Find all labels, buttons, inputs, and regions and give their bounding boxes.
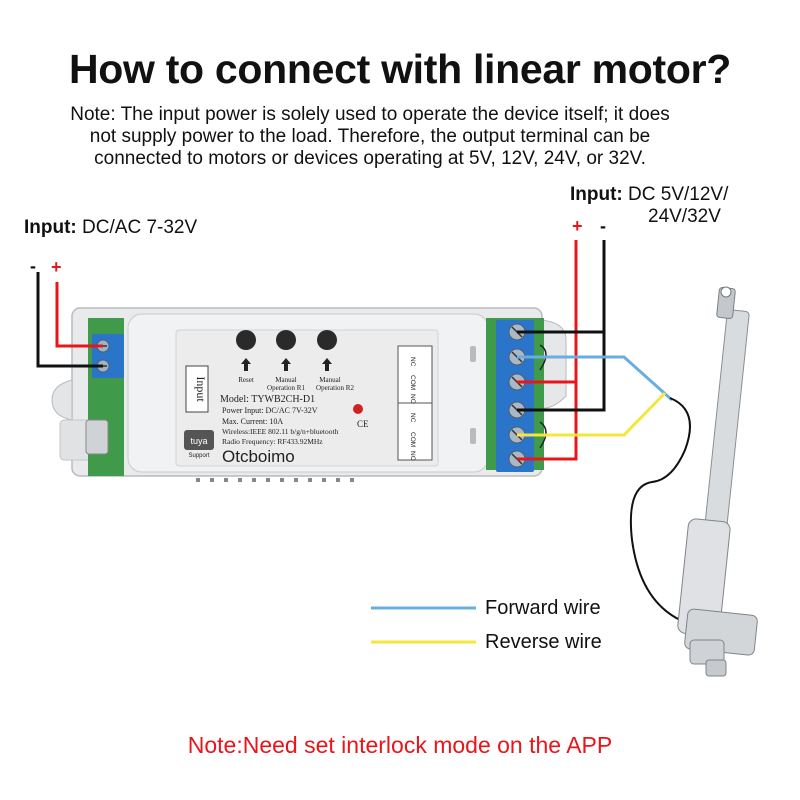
right-minus-sign: - xyxy=(600,216,606,236)
left-minus-sign: - xyxy=(30,256,36,276)
forward-wire xyxy=(517,355,674,402)
input-tag-box xyxy=(185,365,209,413)
reset-arrow-icon xyxy=(241,358,251,371)
relay2-com: COM xyxy=(409,432,416,447)
max-current-text: Max. Current: 10A xyxy=(222,417,283,426)
manual-r1-arrow-icon xyxy=(281,358,291,371)
manual-r2-button[interactable] xyxy=(317,330,337,350)
model-text: Model: TYWB2CH-D1 xyxy=(220,394,315,405)
right-input-value-2: 24V/32V xyxy=(648,206,721,227)
relay1-com: COM xyxy=(409,375,416,390)
jumper-1 xyxy=(539,344,547,371)
power-input-text: Power Input: DC/AC 7V-32V xyxy=(222,406,318,415)
right-black-wire-1 xyxy=(517,240,606,412)
manual-r1-button[interactable] xyxy=(276,330,296,350)
manual-r1-label-1: Manual xyxy=(275,376,296,384)
usb-port xyxy=(85,419,109,455)
relay2-nc: NC xyxy=(409,413,416,423)
reset-button[interactable] xyxy=(236,330,256,350)
left-input-title: Input: xyxy=(24,217,77,238)
right-red-wire-2 xyxy=(517,382,578,461)
status-led xyxy=(353,404,363,414)
right-mounting-tab xyxy=(539,319,567,409)
reset-label: Reset xyxy=(238,376,254,384)
right-input-title: Input: xyxy=(570,184,623,205)
note-line-2: not supply power to the load. Therefore,… xyxy=(89,126,651,147)
radio-text: Radio Frequency: RF433.92MHz xyxy=(222,437,323,446)
page-title: How to connect with linear motor? xyxy=(68,46,732,92)
reverse-wire xyxy=(517,391,667,437)
relay1-nc: NC xyxy=(409,357,416,367)
right-terminal-block xyxy=(496,320,534,472)
bottom-note: Note:Need set interlock mode on the APP xyxy=(187,732,613,758)
right-input-label: Input: DC 5V/12V/ xyxy=(570,184,728,206)
manual-r2-arrow-icon xyxy=(322,358,332,371)
side-clip-2 xyxy=(470,428,476,444)
input-tag-text: Input xyxy=(194,376,208,402)
note-line-3: connected to motors or devices operating… xyxy=(94,148,646,169)
legend-reverse-label: Reverse wire xyxy=(485,631,602,653)
wireless-text: Wireless:IEEE 802.11 b/g/n+bluetooth xyxy=(222,427,339,436)
left-input-value: DC/AC 7-32V xyxy=(82,217,198,238)
relay1-no: NO xyxy=(409,394,416,404)
manual-r1-label-2: Operation R1 xyxy=(267,384,305,392)
right-input-value-1: DC 5V/12V/ xyxy=(628,184,729,205)
jumper-2 xyxy=(539,421,547,449)
left-plus-sign: + xyxy=(51,257,62,277)
relay2-no: NO xyxy=(409,451,416,461)
left-mounting-tab xyxy=(51,379,73,421)
support-text: Support xyxy=(188,453,209,459)
linear-actuator xyxy=(677,286,758,677)
right-plus-sign: + xyxy=(572,216,583,236)
vent-slots xyxy=(196,478,354,482)
side-clip xyxy=(470,346,476,362)
tuya-text: tuya xyxy=(190,436,207,446)
note-line-1: Note: The input power is solely used to … xyxy=(70,104,670,125)
left-input-label: Input: DC/AC 7-32V xyxy=(24,217,197,239)
manual-r2-label-1: Manual xyxy=(319,376,340,384)
ce-mark: CE xyxy=(357,419,369,429)
brand-text: Otcboimo xyxy=(222,447,295,466)
left-black-wire xyxy=(36,272,103,368)
legend-forward-label: Forward wire xyxy=(485,597,601,619)
left-terminal-block xyxy=(92,334,124,378)
left-red-wire xyxy=(55,282,103,348)
manual-r2-label-2: Operation R2 xyxy=(316,384,354,392)
tuya-logo xyxy=(184,430,214,450)
